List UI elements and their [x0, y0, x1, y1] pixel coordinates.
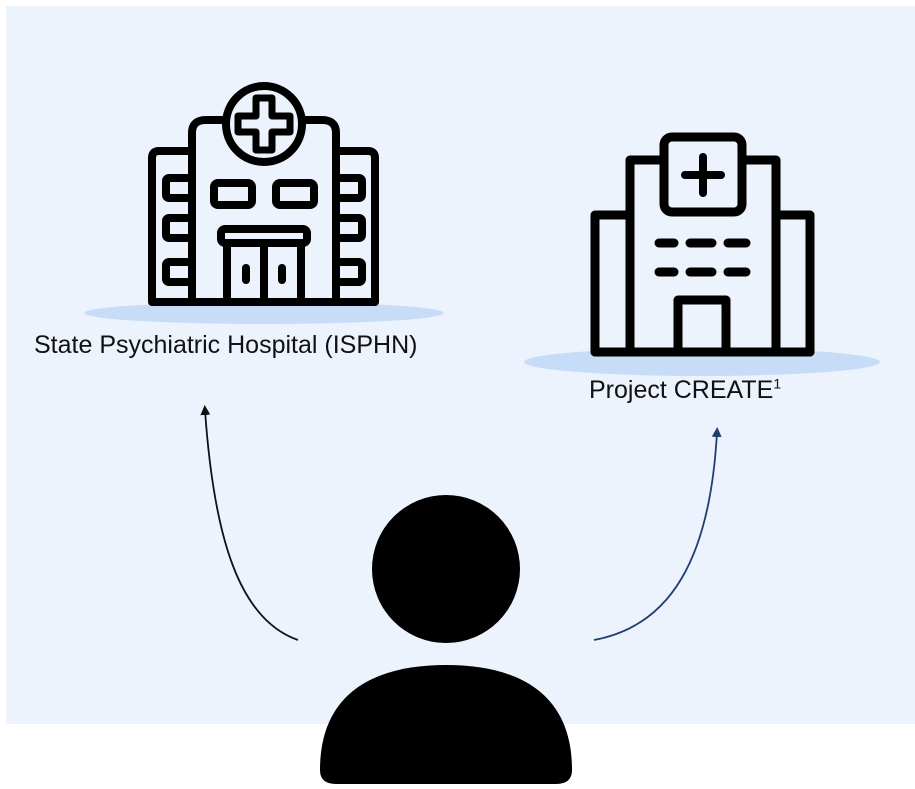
right-hospital-label: Project CREATE1 — [589, 376, 781, 405]
arrow-to-left-hospital — [200, 405, 299, 641]
left-hospital-label: State Psychiatric Hospital (ISPHN) — [34, 331, 418, 359]
left-hospital-shadow — [84, 302, 444, 324]
arrow-to-right-hospital — [593, 427, 722, 641]
right-hospital-label-text: Project CREATE — [589, 376, 774, 404]
person-icon — [320, 495, 572, 784]
hospital-building-icon — [148, 82, 379, 306]
right-hospital-label-superscript: 1 — [773, 375, 782, 392]
clinic-building-icon — [590, 132, 815, 357]
